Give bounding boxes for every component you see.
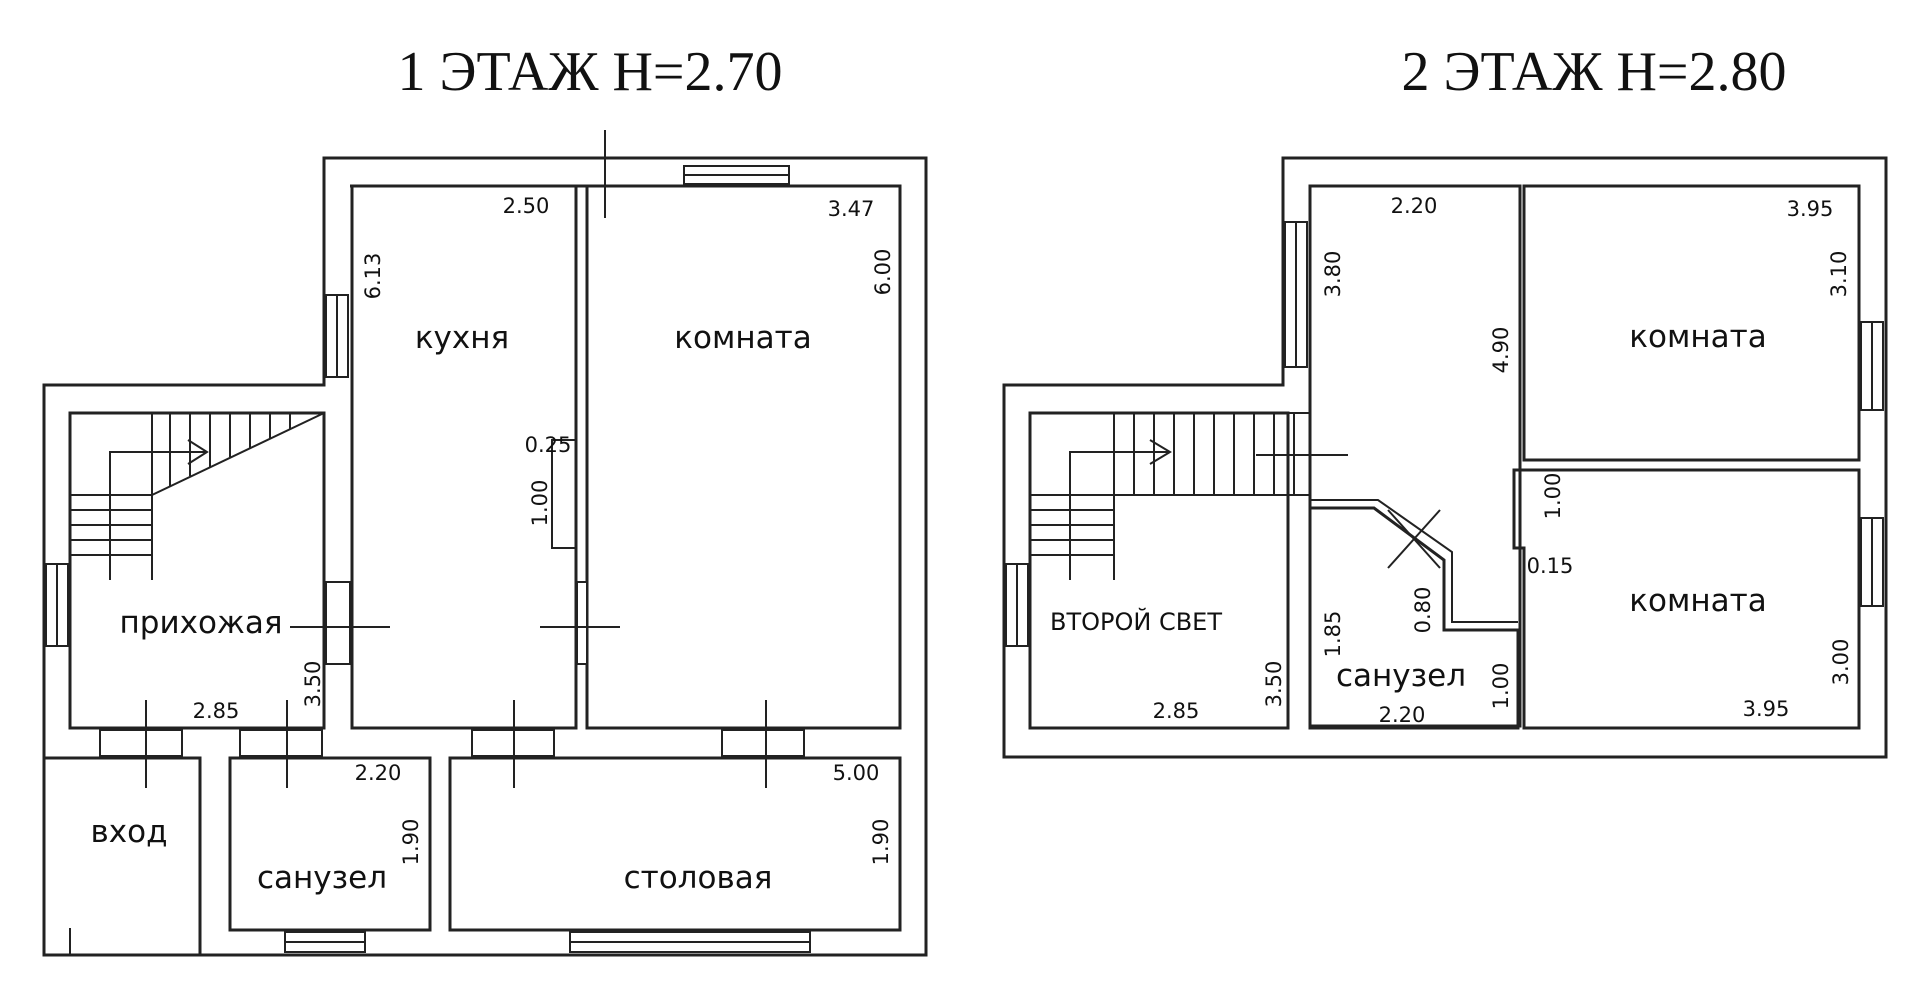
bath-door-cross-b [1387, 509, 1441, 569]
dim-room-top-length: 3.10 [1827, 251, 1851, 298]
floor-1-title: 1 ЭТАЖ H=2.70 [397, 41, 782, 103]
dim-wall-gap: 1.00 [1541, 473, 1565, 520]
dim-room-length: 6.00 [871, 249, 895, 296]
dim-hall-length: 3.50 [301, 661, 325, 708]
floor-2-outer-wall [1002, 156, 1888, 759]
label-bathroom: санузел [257, 860, 387, 896]
dim-wall-thickness: 0.25 [525, 433, 572, 457]
floor-1-doors [99, 130, 805, 788]
entrance-walls [42, 756, 202, 957]
dim-light-width: 2.85 [1153, 699, 1200, 723]
dim-niche: 1.00 [528, 480, 552, 527]
dim-bath-width-2: 2.20 [1379, 703, 1426, 727]
floor-1-plan: 1 ЭТАЖ H=2.70 [42, 41, 928, 957]
dim-bath-length-2: 1.85 [1321, 611, 1345, 658]
dim-kitchen-width: 2.50 [503, 194, 550, 218]
dim-room-bottom-width: 3.95 [1743, 697, 1790, 721]
label-kitchen: кухня [415, 320, 509, 356]
dim-bath-length: 1.90 [399, 819, 423, 866]
floor-2-title: 2 ЭТАЖ H=2.80 [1401, 41, 1786, 103]
floor-1-stairs [70, 412, 325, 580]
dim-dining-width: 5.00 [833, 761, 880, 785]
niche [551, 439, 576, 549]
dim-bath-width: 2.20 [355, 761, 402, 785]
label-entrance: вход [90, 814, 167, 850]
dim-room-bottom-length: 3.00 [1829, 639, 1853, 686]
dim-kitchen-length: 6.13 [361, 253, 385, 300]
dim-corridor-width: 2.20 [1391, 194, 1438, 218]
kitchen-walls [350, 184, 578, 730]
floor-1-outer-wall [42, 156, 928, 957]
second-light-walls [1028, 411, 1290, 730]
room-bottom-walls [1512, 468, 1861, 730]
label-dining: столовая [624, 860, 773, 896]
bathroom-walls [228, 756, 432, 932]
bathroom-walls-2 [1308, 506, 1520, 730]
dim-corridor-tall: 4.90 [1489, 327, 1513, 374]
dim-light-length: 3.50 [1262, 661, 1286, 708]
dim-bath-diag: 0.80 [1411, 587, 1435, 634]
floor-2-stairs [1030, 412, 1348, 580]
floor-1-outer-wall-inner [350, 184, 902, 728]
dim-bath-side: 1.00 [1489, 663, 1513, 710]
label-second-light: ВТОРОЙ СВЕТ [1050, 607, 1222, 636]
dim-hall-width: 2.85 [193, 699, 240, 723]
room-walls [585, 184, 902, 730]
dim-dining-length: 1.90 [869, 819, 893, 866]
label-room-bottom: комната [1629, 583, 1766, 619]
dim-wall-thickness-2: 0.15 [1527, 554, 1574, 578]
label-hallway: прихожая [120, 605, 283, 641]
dim-room-top-width: 3.95 [1787, 197, 1834, 221]
room-top-walls [1522, 184, 1861, 462]
dining-walls [448, 756, 902, 932]
dim-room-width: 3.47 [828, 197, 875, 221]
label-room-top: комната [1629, 319, 1766, 355]
dim-corridor-length: 3.80 [1321, 251, 1345, 298]
floor-2-plan: 2 ЭТАЖ H=2.80 [1002, 41, 1888, 759]
bathroom-inner-line [1310, 499, 1518, 623]
label-room: комната [674, 320, 811, 356]
hallway-walls [68, 411, 326, 730]
label-bathroom-2: санузел [1336, 658, 1466, 694]
